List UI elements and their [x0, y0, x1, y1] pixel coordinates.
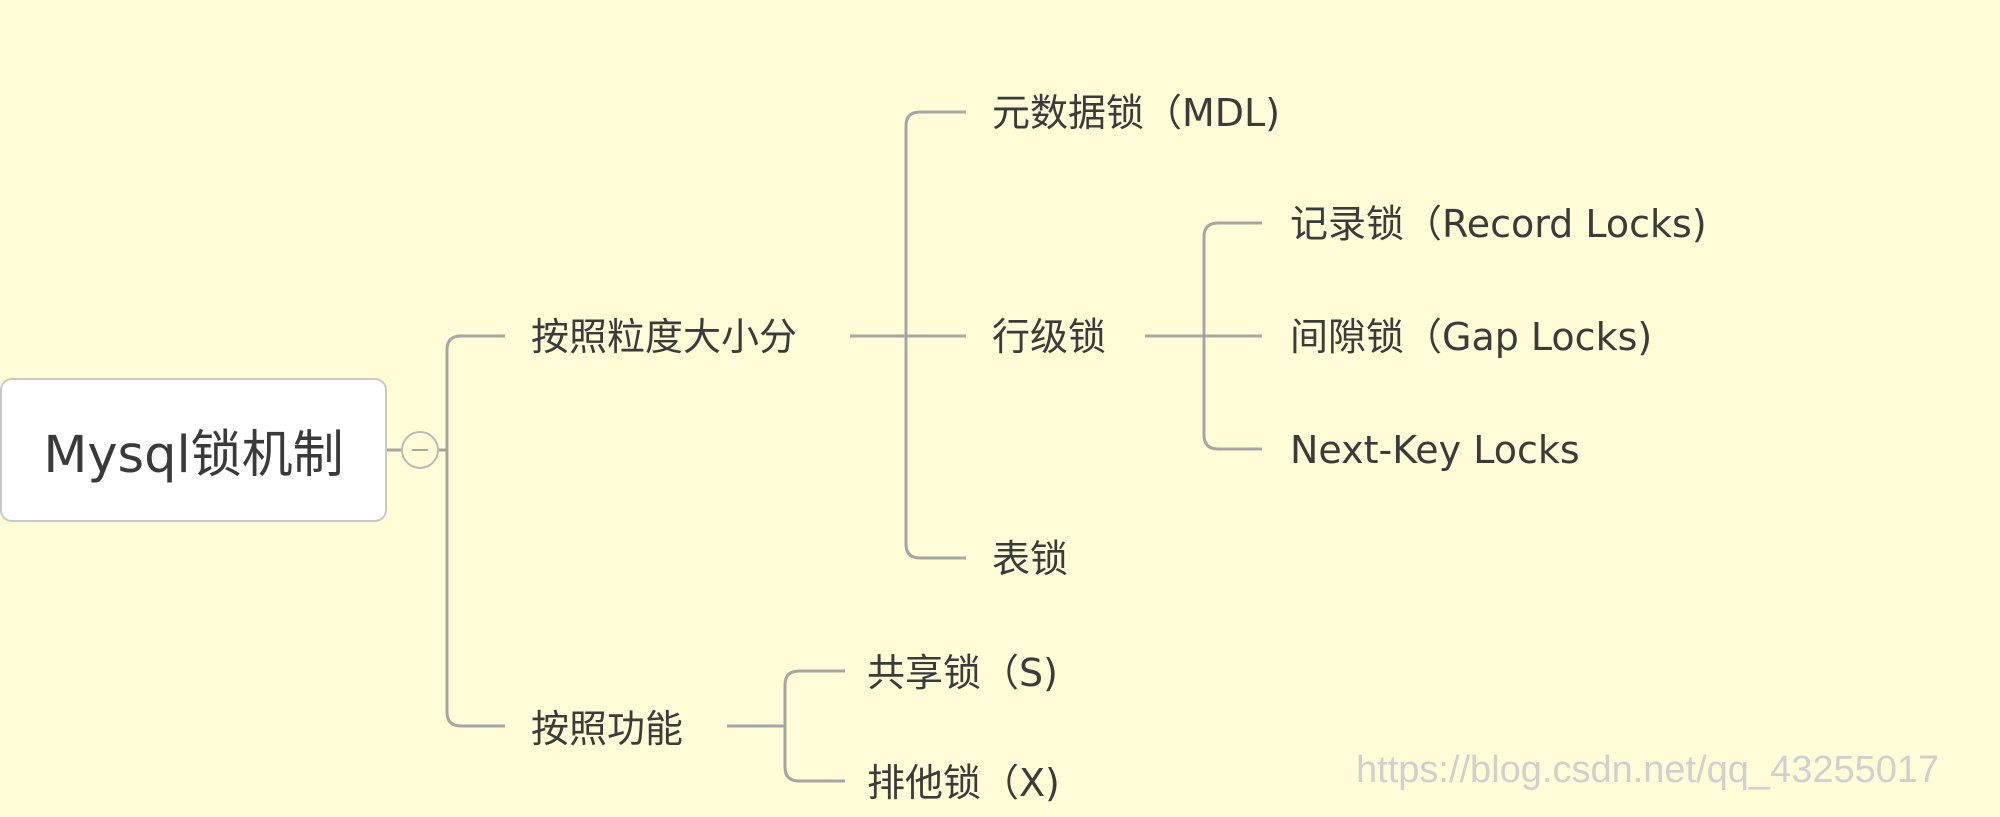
watermark: https://blog.csdn.net/qq_43255017	[1356, 749, 1940, 791]
root-node[interactable]: Mysql锁机制	[0, 378, 387, 522]
connector-function	[445, 711, 505, 728]
node-granularity[interactable]: 按照粒度大小分	[531, 315, 798, 359]
connector-exclusive	[783, 766, 845, 783]
root-label: Mysql锁机制	[43, 426, 344, 485]
connector-nextkey	[1202, 434, 1262, 451]
connector-granularity	[445, 334, 505, 351]
connector-record	[1202, 221, 1262, 238]
node-row-lock[interactable]: 行级锁	[992, 315, 1107, 359]
node-exclusive-lock[interactable]: 排他锁（X)	[867, 761, 1060, 805]
node-record-lock[interactable]: 记录锁（Record Locks)	[1290, 202, 1707, 246]
node-next-key-lock[interactable]: Next-Key Locks	[1290, 428, 1580, 472]
node-function[interactable]: 按照功能	[531, 707, 684, 751]
connector-mdl	[904, 110, 966, 127]
connector-table	[904, 543, 966, 560]
node-table-lock[interactable]: 表锁	[992, 537, 1069, 581]
node-shared-lock[interactable]: 共享锁（S)	[867, 651, 1058, 695]
node-mdl[interactable]: 元数据锁（MDL)	[992, 91, 1281, 135]
connector-shared	[783, 669, 845, 686]
node-gap-lock[interactable]: 间隙锁（Gap Locks)	[1290, 315, 1653, 359]
collapse-toggle-icon[interactable]	[401, 431, 439, 469]
